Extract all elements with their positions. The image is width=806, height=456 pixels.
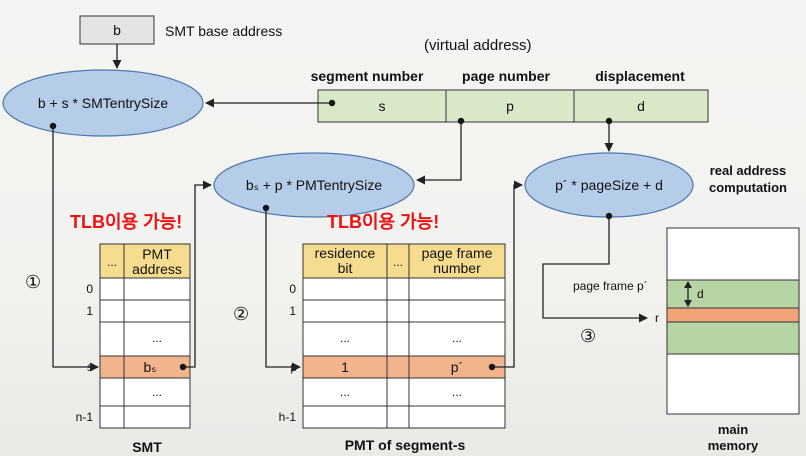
smt-title: SMT (132, 439, 162, 455)
smt-dots-lower: ... (152, 385, 162, 399)
pmt-header-dots: ... (393, 255, 403, 269)
va-cell-d (573, 89, 709, 123)
tlb-note-pmt: TLB이용 가능! (327, 212, 439, 232)
header-displacement: displacement (595, 68, 685, 84)
memory-title-line2: memory (708, 438, 759, 453)
header-page-number: page number (462, 68, 550, 84)
pmt-dots-lower-right: ... (452, 385, 462, 399)
smt-formula-text: b + s * SMTentrySize (38, 95, 169, 111)
step-3-marker: ③ (580, 326, 596, 346)
main-memory: main memory (666, 227, 800, 453)
real-caption-line1: real address (710, 163, 787, 178)
pmt-header-residence: residence (315, 245, 376, 261)
pmt-formula-text: bₛ + p * PMTentrySize (246, 177, 383, 193)
arrow-pmt-formula-to-row-p (265, 208, 301, 372)
arrow-p-to-pmt-formula (416, 121, 462, 185)
pmt-formula-ellipse (213, 152, 415, 218)
smt-header-dots: ... (107, 255, 117, 269)
memory-target-word (666, 307, 800, 323)
memory-r-label: r (655, 311, 659, 325)
va-value-d: d (637, 98, 645, 114)
memory-d-label: d (697, 287, 704, 301)
pmt-residence-value: 1 (341, 359, 349, 375)
smt-base-label: SMT base address (165, 23, 282, 39)
smt-formula-ellipse (2, 69, 204, 137)
tlb-note-smt: TLB이용 가능! (70, 212, 182, 232)
virtual-address-caption: (virtual address) (424, 37, 532, 54)
smt-row-index-0: 0 (86, 282, 93, 296)
smt-table: ... PMT address ... bₛ ... 0 1 s n-1 SMT (76, 243, 191, 455)
pmt-dots-lower-left: ... (340, 385, 350, 399)
smt-base-value: b (113, 22, 121, 38)
pmt-frame-value: p´ (451, 359, 463, 375)
pmt-row-p-mid (386, 355, 410, 379)
smt-header-address: address (132, 261, 182, 277)
va-value-p: p (506, 98, 514, 114)
pmt-header-page-frame: page frame (422, 245, 493, 261)
pmt-row-index-1: 1 (289, 304, 296, 318)
smt-row-s-left (99, 355, 125, 379)
smt-row-index-n-1: n-1 (76, 410, 94, 424)
memory-page-frame-label: page frame p´ (573, 279, 648, 293)
step-1-marker: ① (25, 272, 41, 292)
pmt-table: residence bit ... page frame number ... … (279, 243, 506, 453)
memory-title-line1: main (718, 422, 748, 437)
memory-page-frame-lower (666, 321, 800, 355)
va-cell-p (445, 89, 575, 123)
real-caption-line2: computation (709, 180, 787, 195)
arrow-smt-formula-to-row-s (52, 126, 99, 372)
smt-header-pmt: PMT (142, 246, 172, 262)
header-segment-number: segment number (311, 68, 424, 84)
pmt-row-index-h-1: h-1 (279, 410, 297, 424)
pmt-dots-upper-right: ... (452, 331, 462, 345)
pmt-header-number: number (433, 260, 481, 276)
smt-value-bs: bₛ (143, 359, 156, 375)
smt-dots-upper: ... (152, 331, 162, 345)
smt-row-index-1: 1 (86, 304, 93, 318)
step-2-marker: ② (233, 304, 249, 324)
va-cell-s (317, 89, 447, 123)
smt-base-box (79, 15, 155, 45)
pmt-title: PMT of segment-s (345, 437, 466, 453)
smt-header-address-cell (123, 243, 191, 279)
va-value-s: s (379, 98, 386, 114)
arrow-real-formula-to-memory (542, 216, 648, 323)
pmt-header-bit: bit (338, 260, 353, 276)
real-formula-text: p´ * pageSize + d (555, 177, 663, 193)
arrow-frame-to-real-formula (492, 180, 523, 368)
arrow-bs-to-pmt-formula (183, 180, 212, 368)
pmt-dots-upper-left: ... (340, 331, 350, 345)
pmt-row-index-0: 0 (289, 282, 296, 296)
